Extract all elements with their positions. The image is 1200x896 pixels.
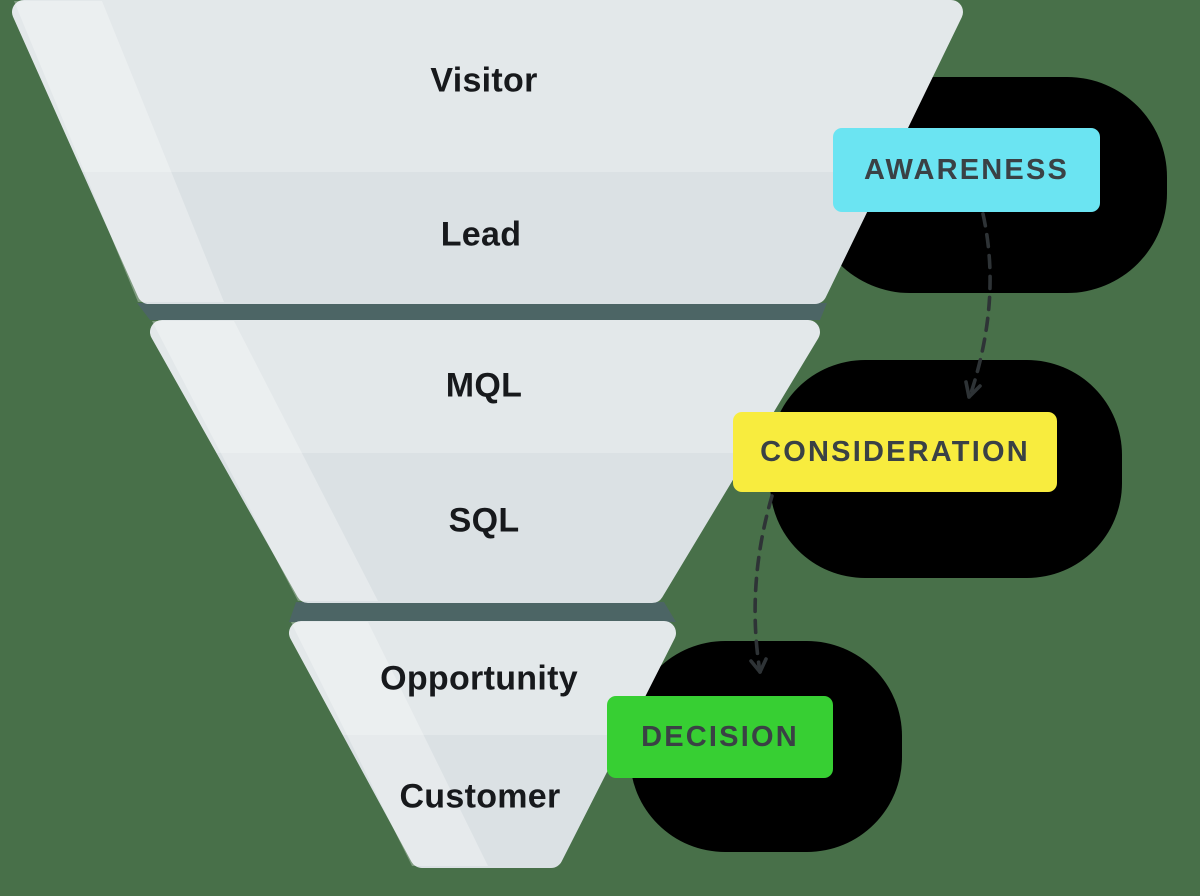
decision-badge: DECISION [607,696,833,778]
dashed-curve-2 [753,494,774,674]
stage-label-opportunity: Opportunity [380,659,578,698]
stage-label-sql: SQL [448,501,520,540]
edge-highlight-1 [14,1,224,302]
funnel-segment-decision [289,621,676,868]
awareness-badge: AWARENESS [833,128,1100,212]
consideration-badge: CONSIDERATION [733,412,1057,492]
arrowhead-1-icon [964,380,982,399]
separator-band-1 [137,303,827,320]
stage-label-visitor: Visitor [430,61,538,100]
funnel-segment-consideration [150,320,820,603]
edge-highlight-3 [291,622,488,866]
separator-band-2 [289,602,676,622]
dashed-curve-1 [968,212,992,398]
stage-label-mql: MQL [445,366,523,405]
dashed-arrow-awareness-to-consideration-icon [964,212,992,399]
arrowhead-2-icon [749,657,768,674]
edge-highlight-2 [152,321,378,601]
dashed-arrow-consideration-to-decision-icon [749,494,774,674]
stage-label-customer: Customer [399,777,561,816]
stage-label-lead: Lead [440,215,522,254]
funnel-segment-awareness [12,0,963,304]
